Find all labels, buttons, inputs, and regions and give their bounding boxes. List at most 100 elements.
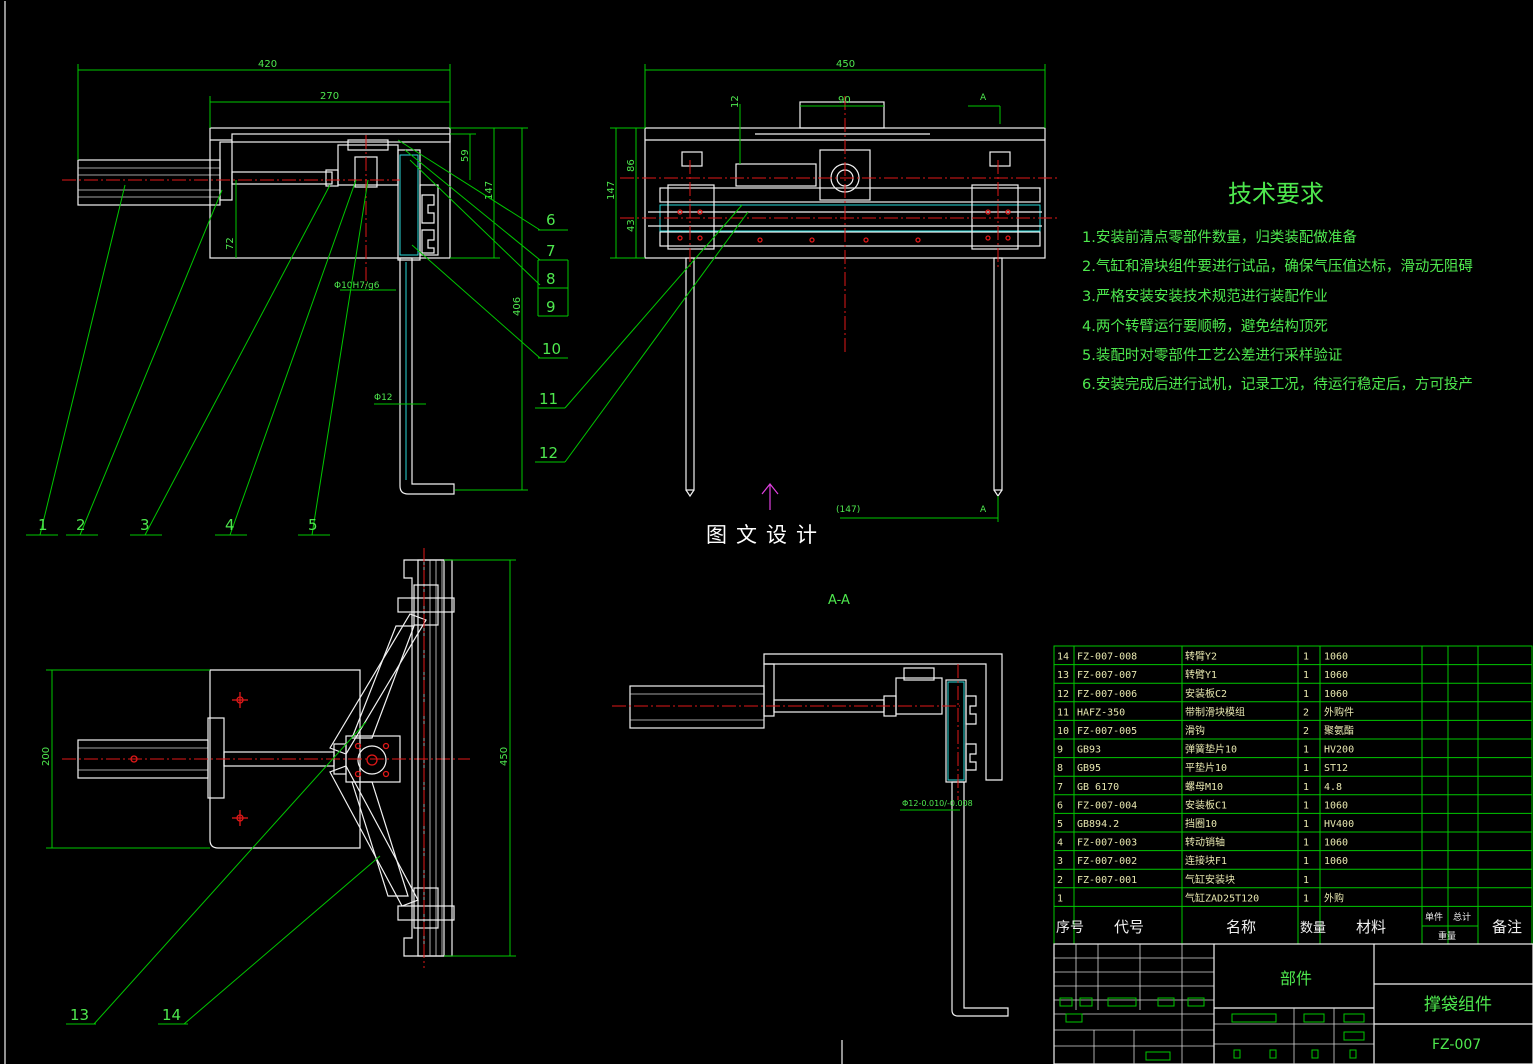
bom-cell-material: 聚氨酯 [1324,724,1354,737]
bom-cell-no: 14 [1057,652,1069,663]
bom-cell-qty: 1 [1303,689,1309,700]
bom-cell-qty: 1 [1303,875,1309,886]
bom-cell-material: 1060 [1324,670,1348,681]
tech-requirements-title: 技术要求 [1228,180,1324,208]
dim-270: 270 [320,91,339,102]
balloon-2: 2 [76,516,86,534]
tech-req-4: 4.两个转臂运行要顺畅，避免结构顶死 [1082,318,1328,335]
dim-450-top: 450 [836,59,855,70]
bom-cell-material: 1060 [1324,800,1348,811]
bom-cell-name: 转臂Y2 [1185,650,1217,663]
bom-header-single: 单件 [1425,911,1443,923]
tech-req-5: 5.装配时对零部件工艺公差进行采样验证 [1082,347,1342,364]
dim-147c: (147) [836,505,860,515]
bom-cell-no: 11 [1057,707,1069,718]
part-label: 部件 [1280,969,1312,988]
balloon-6: 6 [546,211,556,229]
balloon-8: 8 [546,270,556,288]
bom-cell-qty: 2 [1303,726,1309,737]
bom-cell-name: 螺母M10 [1185,781,1223,793]
bom-header-no: 序号 [1056,920,1084,936]
dim-phi10: Φ10H7/g6 [334,281,380,291]
drawing-number: FZ-007 [1432,1037,1481,1053]
dim-406: 406 [512,297,523,316]
bom-cell-no: 10 [1057,726,1069,737]
balloon-7: 7 [546,242,556,260]
side-view: 450 90 12 86 43 147 (147) A A 11 12 [535,59,1060,522]
bom-cell-qty: 1 [1303,819,1309,830]
bom-cell-no: 1 [1057,893,1063,904]
bom-cell-qty: 1 [1303,838,1309,849]
bom-cell-code: FZ-007-006 [1077,689,1137,700]
bom-cell-code: FZ-007-008 [1077,652,1137,663]
bom-cell-name: 转臂Y1 [1185,668,1217,681]
top-view: 200 450 13 14 [41,548,516,1025]
bom-cell-material: ST12 [1324,763,1348,774]
tech-requirements: 技术要求 1.安装前清点零部件数量，归类装配做准备 2.气缸和滑块组件要进行试品… [1082,180,1473,393]
bom-header-name: 名称 [1226,918,1256,936]
tech-req-1: 1.安装前清点零部件数量，归类装配做准备 [1082,229,1357,246]
dim-147b: 147 [606,181,617,200]
bom-cell-code: GB894.2 [1077,819,1119,830]
bom-cell-no: 3 [1057,856,1063,867]
bom-cell-no: 6 [1057,800,1063,811]
bom-cell-qty: 1 [1303,745,1309,756]
tech-req-3: 3.严格安装安装技术规范进行装配作业 [1082,288,1328,305]
dim-86: 86 [626,159,637,172]
bom-header-weight: 重量 [1438,930,1456,942]
bom-cell-no: 4 [1057,838,1063,849]
front-view: 420 270 59 147 406 72 Φ10H7/g6 Φ12 [26,59,569,536]
dim-phi12-tol: Φ12-0.010/-0.008 [902,799,973,808]
bom-cell-material: 1060 [1324,652,1348,663]
dim-420: 420 [258,59,277,70]
bom-cell-material: 1060 [1324,856,1348,867]
bom-cell-qty: 1 [1303,893,1309,904]
bom-cell-code: FZ-007-003 [1077,838,1137,849]
dim-12: 12 [730,95,741,108]
bom-cell-name: 带制滑块模组 [1185,705,1245,718]
bom-cell-code: FZ-007-004 [1077,800,1137,811]
bom-cell-no: 9 [1057,745,1063,756]
watermark: 图文设计 [706,523,826,547]
bom-cell-name: 气缸安装块 [1185,873,1235,886]
bom-cell-material: 4.8 [1324,782,1342,793]
bom-cell-name: 转动销轴 [1185,836,1225,849]
bom-cell-code: FZ-007-002 [1077,856,1137,867]
section-marker-a-bottom: A [980,505,987,515]
bom-cell-material: 1060 [1324,689,1348,700]
balloon-11: 11 [539,390,558,408]
drawing-name: 撑袋组件 [1424,995,1492,1015]
bom-cell-material: 1060 [1324,838,1348,849]
dim-147: 147 [484,181,495,200]
dim-90: 90 [838,95,851,106]
bom-header-remark: 备注 [1492,918,1522,936]
bom-cell-code: FZ-007-007 [1077,670,1137,681]
bom-cell-no: 2 [1057,875,1063,886]
bom-cell-no: 7 [1057,782,1063,793]
bom-cell-code: GB95 [1077,763,1101,774]
bom-cell-name: 安装板C1 [1185,798,1227,811]
title-block: 部件 撑袋组件 FZ-007 [1053,943,1533,1064]
bom-cell-material: 外购 [1324,891,1344,904]
bom-cell-qty: 1 [1303,652,1309,663]
bom-cell-code: HAFZ-350 [1077,707,1125,718]
bom-cell-no: 13 [1057,670,1069,681]
bom-cell-name: 气缸ZAD25T120 [1185,891,1259,904]
bom-header-qty: 数量 [1300,921,1326,936]
balloon-4: 4 [225,516,235,534]
bom-cell-material: HV200 [1324,745,1354,756]
tech-req-6: 6.安装完成后进行试机，记录工况，待运行稳定后，方可投产 [1082,376,1473,393]
dim-43: 43 [626,219,637,232]
bom-cell-no: 8 [1057,763,1063,774]
bom-header-code: 代号 [1114,918,1144,936]
bom-cell-name: 挡圈10 [1185,817,1217,830]
bom-header-total: 总计 [1453,911,1471,923]
section-marker-a-top: A [980,93,987,103]
bom-cell-name: 平垫片10 [1185,761,1227,774]
balloon-13: 13 [70,1006,89,1024]
bom-cell-code: FZ-007-005 [1077,726,1137,737]
bom-cell-code: FZ-007-001 [1077,875,1137,886]
